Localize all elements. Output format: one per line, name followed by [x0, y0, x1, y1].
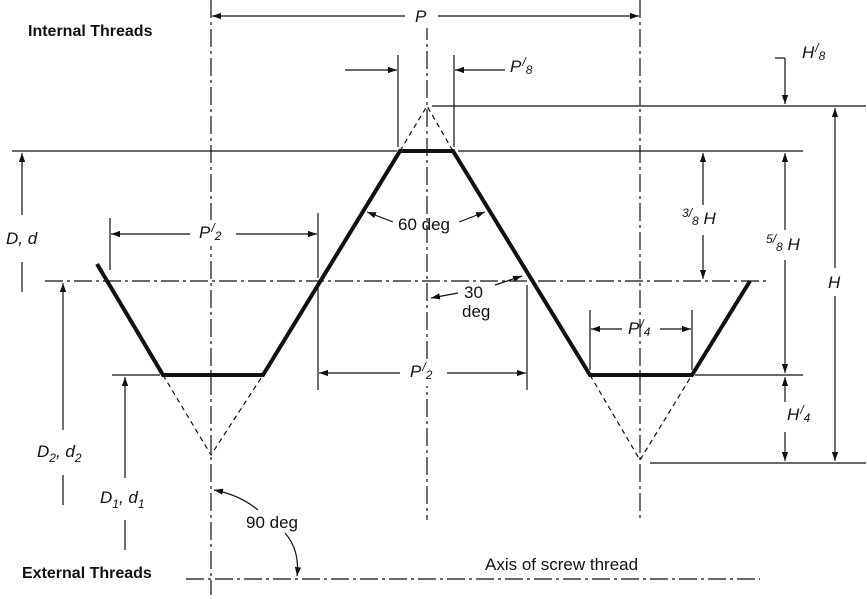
leader-90-arc-top: [213, 488, 259, 511]
p-over-4-label: P/4: [628, 317, 651, 339]
leader-60-right: [458, 211, 486, 223]
thread-profile: [95, 149, 752, 377]
p-over-2-mid-label: P/2: [410, 360, 433, 382]
major-diameter-label: D, d: [6, 229, 38, 248]
three-eighths-h-label: 3/8 H: [682, 206, 716, 228]
external-threads-label: External Threads: [22, 565, 152, 582]
leader-30-right: [494, 275, 523, 286]
internal-threads-label: Internal Threads: [28, 23, 153, 40]
five-eighths-h-label: 5/8 H: [766, 232, 800, 254]
minor-diameter-label: D1, d1: [100, 488, 145, 511]
p-over-2-top-label: P/2: [199, 221, 222, 243]
axis-label: Axis of screw thread: [485, 555, 638, 574]
angle-30-label-line1: 30: [464, 283, 483, 302]
pitch-diameter-label: D2, d2: [37, 442, 82, 465]
p-over-8-label: P/8: [510, 55, 533, 77]
leader-30-left: [430, 292, 459, 300]
angle-60-label: 60 deg: [398, 215, 450, 234]
angle-30-label-line2: deg: [462, 302, 490, 321]
h-over-8-label: H/8: [802, 41, 826, 63]
leader-90-arc-bottom: [284, 532, 302, 577]
sharp-v-bottom-right: [589, 374, 693, 462]
h-over-4-label: H/4: [787, 403, 811, 425]
leader-60-left: [366, 211, 394, 223]
pitch-label: P: [415, 7, 427, 26]
sharp-v-bottom-left: [162, 374, 264, 457]
h-label: H: [828, 273, 841, 292]
angle-90-label: 90 deg: [246, 513, 298, 532]
